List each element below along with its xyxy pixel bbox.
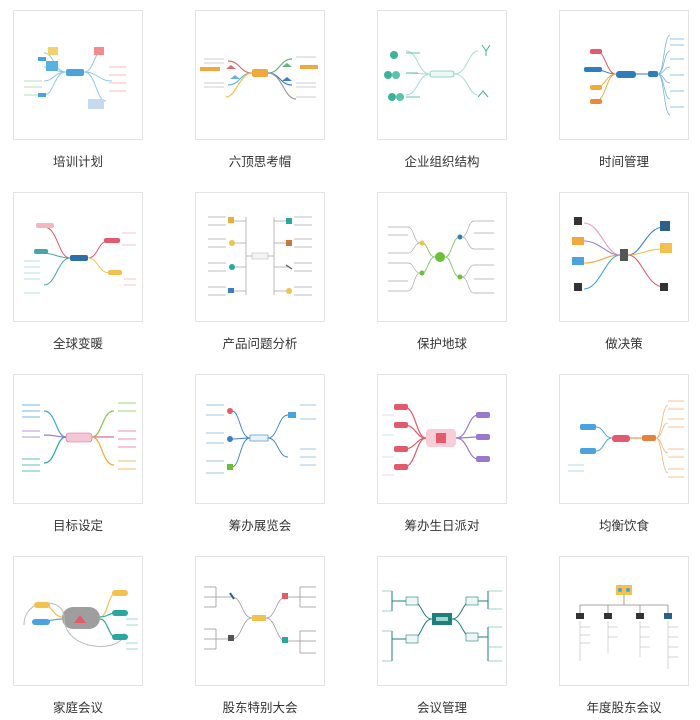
template-title[interactable]: 目标设定 [52, 518, 103, 533]
template-title[interactable]: 全球变暖 [52, 336, 103, 351]
mindmap-balanced-diet-thumbnail [568, 400, 684, 478]
mindmap-birthday-party-thumbnail [382, 404, 490, 476]
mindmap-protect-earth-thumbnail [388, 220, 494, 294]
template-thumbnail[interactable] [13, 10, 143, 140]
template-card[interactable]: 目标设定 [13, 374, 143, 533]
template-thumbnail[interactable] [13, 374, 143, 504]
template-title[interactable]: 企业组织结构 [404, 154, 480, 169]
template-card[interactable]: 产品问题分析 [195, 192, 325, 351]
template-card[interactable]: 培训计划 [13, 10, 143, 169]
template-thumbnail[interactable] [195, 192, 325, 322]
template-card[interactable]: 家庭会议 [13, 556, 143, 715]
template-card[interactable]: 六顶思考帽 [195, 10, 325, 169]
template-title[interactable]: 筹办展览会 [228, 518, 292, 533]
mindmap-six-hats-thumbnail [200, 56, 318, 100]
template-card[interactable]: 会议管理 [377, 556, 507, 715]
template-thumbnail[interactable] [559, 192, 689, 322]
mindmap-training-plan-thumbnail [24, 47, 126, 109]
template-card[interactable]: 筹办生日派对 [377, 374, 507, 533]
mindmap-goal-setting-thumbnail [22, 402, 136, 472]
template-card[interactable]: 筹办展览会 [195, 374, 325, 533]
template-title[interactable]: 培训计划 [52, 154, 103, 169]
template-card[interactable]: 时间管理 [559, 10, 689, 169]
template-title[interactable]: 保护地球 [416, 336, 467, 351]
mindmap-time-management-thumbnail [584, 34, 684, 116]
template-title[interactable]: 筹办生日派对 [404, 518, 480, 533]
mindmap-global-warming-thumbnail [24, 223, 136, 294]
template-thumbnail[interactable] [377, 192, 507, 322]
template-thumbnail[interactable] [559, 10, 689, 140]
template-card[interactable]: 做决策 [559, 192, 689, 351]
template-title[interactable]: 年度股东会议 [586, 700, 662, 715]
template-thumbnail[interactable] [195, 556, 325, 686]
template-thumbnail[interactable] [559, 556, 689, 686]
template-thumbnail[interactable] [377, 556, 507, 686]
mindmap-exhibition-thumbnail [206, 404, 316, 474]
template-thumbnail[interactable] [195, 374, 325, 504]
template-thumbnail[interactable] [13, 556, 143, 686]
mindmap-org-structure-thumbnail [384, 44, 491, 101]
template-title[interactable]: 时间管理 [598, 154, 649, 169]
template-thumbnail[interactable] [377, 10, 507, 140]
template-thumbnail[interactable] [559, 374, 689, 504]
mindmap-annual-shareholders-thumbnail [576, 585, 678, 669]
template-title[interactable]: 家庭会议 [52, 700, 103, 715]
template-card[interactable]: 保护地球 [377, 192, 507, 351]
template-card[interactable]: 年度股东会议 [559, 556, 689, 715]
mindmap-meeting-management-thumbnail [382, 590, 502, 662]
mindmap-family-meeting-thumbnail [23, 590, 138, 650]
template-title[interactable]: 均衡饮食 [598, 518, 649, 533]
template-card[interactable]: 均衡饮食 [559, 374, 689, 533]
mindmap-shareholders-special-thumbnail [204, 586, 316, 654]
template-title[interactable]: 会议管理 [416, 700, 467, 715]
template-card[interactable]: 企业组织结构 [377, 10, 507, 169]
template-thumbnail[interactable] [13, 192, 143, 322]
template-title[interactable]: 产品问题分析 [222, 336, 298, 351]
template-thumbnail[interactable] [195, 10, 325, 140]
template-title[interactable]: 六顶思考帽 [228, 154, 292, 169]
mindmap-decision-thumbnail [572, 217, 672, 291]
template-title[interactable]: 做决策 [605, 336, 643, 351]
template-thumbnail[interactable] [377, 374, 507, 504]
template-card[interactable]: 全球变暖 [13, 192, 143, 351]
template-title[interactable]: 股东特别大会 [222, 700, 298, 715]
template-card[interactable]: 股东特别大会 [195, 556, 325, 715]
mindmap-product-analysis-thumbnail [208, 216, 312, 296]
